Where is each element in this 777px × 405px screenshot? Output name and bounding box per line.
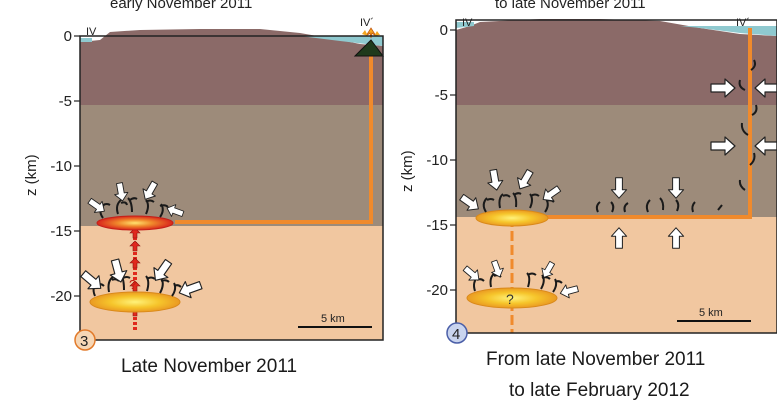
panel-4-sea-left bbox=[456, 22, 474, 28]
panel-3-caption: Late November 2011 bbox=[121, 356, 297, 377]
panel-3-tick-5: -5 bbox=[59, 93, 72, 110]
panel-4-dike bbox=[545, 28, 752, 219]
panel-4-middle-crust bbox=[456, 105, 777, 217]
panel-4-profile-start: IV bbox=[462, 17, 473, 29]
panel-3-middle-crust bbox=[80, 105, 383, 226]
panel-4-frame bbox=[455, 19, 777, 334]
volcano-icon bbox=[353, 27, 384, 57]
panel-4-tick-15: -15 bbox=[426, 217, 448, 234]
panel-3-sea-left bbox=[80, 38, 92, 42]
panel-4-y-axis-label: z (km) bbox=[399, 150, 416, 192]
panel-3-deep-reservoir bbox=[89, 291, 181, 313]
panel-4: to late November 2011 ? bbox=[399, 0, 777, 401]
panel-4-number-badge bbox=[446, 322, 468, 344]
panel-4-scale-label: 5 km bbox=[699, 307, 723, 319]
panel-3-shallow-reservoir bbox=[96, 215, 174, 231]
panel-4-tick-0: 0 bbox=[440, 22, 448, 39]
panel-3-tick-10: -10 bbox=[50, 158, 72, 175]
panel-3-sea bbox=[300, 36, 383, 46]
panel-3-question-mark: ? bbox=[129, 277, 136, 292]
panel-3: early November 2011 ? bbox=[23, 0, 384, 377]
panel-4-tick-10: -10 bbox=[426, 152, 448, 169]
panel-3-profile-start: IV bbox=[86, 26, 97, 38]
panel-4-y-axis: 0 -5 -10 -15 -20 z (km) bbox=[399, 22, 456, 299]
fracture-icon bbox=[92, 197, 182, 297]
panel-4-sea bbox=[680, 26, 777, 36]
panel-3-y-axis-label: z (km) bbox=[23, 154, 40, 196]
panel-3-frame bbox=[79, 35, 384, 341]
panel-3-tick-20: -20 bbox=[50, 288, 72, 305]
panel-3-profile-end: IV´ bbox=[360, 17, 374, 29]
panel-4-shallow-reservoir bbox=[475, 209, 549, 227]
panel-4-tick-20: -20 bbox=[426, 282, 448, 299]
panel-3-lower-crust bbox=[80, 226, 383, 340]
panel-3-upper-crust bbox=[80, 29, 383, 105]
panel-3-number: 3 bbox=[80, 333, 88, 350]
panel-4-tick-5: -5 bbox=[435, 87, 448, 104]
panel-4-question-mark: ? bbox=[506, 291, 514, 307]
panel-3-tick-15: -15 bbox=[50, 223, 72, 240]
panel-4-caption-line-1: From late November 2011 bbox=[486, 349, 705, 370]
panel-4-profile-end: IV´ bbox=[736, 17, 750, 29]
panel-3-dike bbox=[175, 55, 373, 224]
panel-3-y-axis: 0 -5 -10 -15 -20 z (km) bbox=[23, 28, 80, 305]
panel-4-top-caption: to late November 2011 bbox=[495, 0, 646, 12]
panel-4-upper-crust bbox=[456, 19, 777, 105]
panel-3-scale-label: 5 km bbox=[321, 313, 345, 325]
panel-3-tick-0: 0 bbox=[64, 28, 72, 45]
panel-4-number: 4 bbox=[452, 326, 460, 343]
panel-4-caption-line-2: to late February 2012 bbox=[509, 380, 690, 401]
panel-3-number-badge bbox=[74, 329, 96, 351]
panel-3-top-caption: early November 2011 bbox=[110, 0, 252, 12]
panel-4-deep-reservoir bbox=[466, 287, 558, 309]
